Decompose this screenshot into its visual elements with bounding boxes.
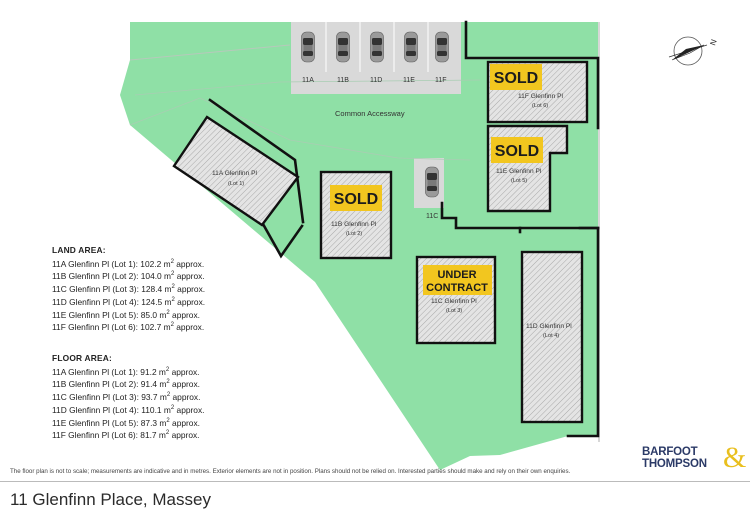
lot-11b-name: 11B Glenfinn Pl <box>331 221 377 228</box>
lot-11f[interactable]: SOLD 11F Glenfinn Pl (Lot 6) <box>486 60 589 124</box>
lot-11f-number: (Lot 6) <box>532 103 548 109</box>
parking-bays <box>325 22 429 72</box>
lot-11f-status: SOLD <box>494 70 538 87</box>
land-area-line: 11A Glenfinn Pl (Lot 1): 102.2 m2 approx… <box>52 258 205 269</box>
parking-label-11e: 11E <box>403 77 415 84</box>
lot-11c-number: (Lot 3) <box>446 308 462 314</box>
floor-area-line: 11F Glenfinn Pl (Lot 6): 81.7 m2 approx. <box>52 430 200 441</box>
lot-11c-status-line1: UNDER <box>437 269 476 281</box>
floor-area-line: 11B Glenfinn Pl (Lot 2): 91.4 m2 approx. <box>52 379 200 390</box>
floor-area-line: 11E Glenfinn Pl (Lot 5): 87.3 m2 approx. <box>52 417 200 428</box>
lot-11a-name: 11A Glenfinn Pl <box>212 170 257 177</box>
logo-line2: THOMPSON <box>642 458 707 470</box>
land-area-line: 11B Glenfinn Pl (Lot 2): 104.0 m2 approx… <box>52 271 205 282</box>
lot-11b-sold-badge <box>330 185 382 211</box>
compass-label: N <box>708 38 719 47</box>
lot-11e-status: SOLD <box>495 143 539 160</box>
footer-divider <box>0 481 750 482</box>
parking-label-11c: 11C <box>426 213 438 220</box>
lot-11a-number: (Lot 1) <box>228 181 244 187</box>
floor-area-line: 11D Glenfinn Pl (Lot 4): 110.1 m2 approx… <box>52 404 205 415</box>
lot-11b-number: (Lot 2) <box>346 231 362 237</box>
land-area-line: 11F Glenfinn Pl (Lot 6): 102.7 m2 approx… <box>52 322 205 333</box>
lot-11c-name: 11C Glenfinn Pl <box>431 298 477 305</box>
lot-11a[interactable]: 11A Glenfinn Pl (Lot 1) <box>172 115 300 227</box>
parking-label-11f: 11F <box>435 77 447 84</box>
lot-11f-sold-badge <box>490 64 542 90</box>
land-area-line: 11E Glenfinn Pl (Lot 5): 85.0 m2 approx. <box>52 309 200 320</box>
lot-11f-name: 11F Glenfinn Pl <box>518 93 563 100</box>
land-area-table: LAND AREA: 11A Glenfinn Pl (Lot 1): 102.… <box>52 244 205 334</box>
boundary-line <box>134 79 481 96</box>
floor-area-line: 11C Glenfinn Pl (Lot 3): 93.7 m2 approx. <box>52 392 201 403</box>
boundary-line <box>129 97 471 161</box>
barfoot-thompson-logo: BARFOOT THOMPSON & <box>642 441 747 476</box>
disclaimer-text: The floor plan is not to scale; measurem… <box>10 468 571 475</box>
land-area-heading: LAND AREA: <box>52 245 106 255</box>
lot-11d-number: (Lot 4) <box>543 333 559 339</box>
lot-11c-under-contract-badge <box>423 265 492 295</box>
floor-area-table: FLOOR AREA: 11A Glenfinn Pl (Lot 1): 91.… <box>52 352 204 442</box>
parking-label-11b: 11B <box>337 77 349 84</box>
common-accessway-label: Common Accessway <box>335 109 405 118</box>
floor-area-line: 11A Glenfinn Pl (Lot 1): 91.2 m2 approx. <box>52 366 200 377</box>
lot-11e[interactable]: SOLD 11E Glenfinn Pl (Lot 5) <box>486 124 569 213</box>
lot-11e-sold-badge <box>491 137 543 163</box>
lot-11b[interactable]: SOLD 11B Glenfinn Pl (Lot 2) <box>319 170 393 260</box>
site-plan: 11A 11B 11D 11E 11F 11C Common Accessway… <box>120 20 719 470</box>
lot-11e-name: 11E Glenfinn Pl <box>496 168 542 175</box>
lot-11c-status-line2: CONTRACT <box>426 282 488 294</box>
floor-area-heading: FLOOR AREA: <box>52 353 113 363</box>
property-address: 11 Glenfinn Place, Massey <box>10 490 211 509</box>
fences <box>208 20 600 438</box>
parking-label-11a: 11A <box>302 77 314 84</box>
lot-11e-number: (Lot 5) <box>511 178 527 184</box>
parking-label-11d: 11D <box>370 77 382 84</box>
logo-ampersand: & <box>723 441 747 474</box>
land-area-line: 11C Glenfinn Pl (Lot 3): 128.4 m2 approx… <box>52 284 206 295</box>
north-compass-icon: N <box>668 36 719 66</box>
logo-line1: BARFOOT <box>642 446 698 458</box>
boundary-line <box>129 44 291 61</box>
land-area-line: 11D Glenfinn Pl (Lot 4): 124.5 m2 approx… <box>52 296 206 307</box>
lot-11d-name: 11D Glenfinn Pl <box>526 323 572 330</box>
lot-11b-status: SOLD <box>334 191 378 208</box>
lot-11c[interactable]: UNDER CONTRACT 11C Glenfinn Pl (Lot 3) <box>415 255 497 345</box>
lot-11d[interactable]: 11D Glenfinn Pl (Lot 4) <box>520 250 584 424</box>
